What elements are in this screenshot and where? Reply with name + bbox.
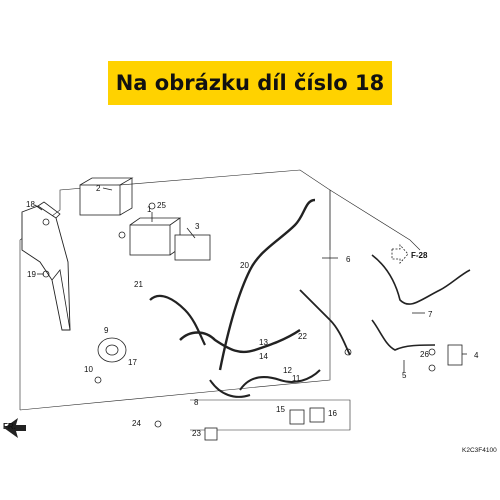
- part-number: 13: [259, 338, 268, 347]
- part-number: 15: [276, 405, 285, 414]
- part-number: 20: [240, 261, 249, 270]
- part-number: 3: [195, 222, 200, 231]
- part-number: 19: [27, 270, 36, 279]
- part-number: 18: [26, 200, 35, 209]
- part-number: 8: [194, 398, 199, 407]
- part-number: 24: [132, 419, 141, 428]
- part-number: 4: [474, 351, 479, 360]
- fr-direction-label: FR.: [3, 422, 16, 431]
- diagram-code: K2C3F4100: [462, 447, 497, 454]
- part-number: 25: [157, 201, 166, 210]
- part-number: 21: [134, 280, 143, 289]
- part-number: 10: [84, 365, 93, 374]
- banner-text: Na obrázku díl číslo 18: [115, 71, 385, 95]
- part-number-banner: Na obrázku díl číslo 18: [108, 61, 392, 105]
- part-number: 23: [192, 429, 201, 438]
- part-number: 16: [328, 409, 337, 418]
- part-number: 2: [96, 184, 101, 193]
- part-number: 12: [283, 366, 292, 375]
- f28-reference-label: F-28: [411, 251, 428, 260]
- part-number: 6: [346, 255, 351, 264]
- part-number: 1: [147, 205, 152, 214]
- part-number: 26: [420, 350, 429, 359]
- part-number: 5: [402, 371, 407, 380]
- part-number: 11: [292, 374, 301, 383]
- part-number: 14: [259, 352, 268, 361]
- part-number: 7: [428, 310, 433, 319]
- part-number: 22: [298, 332, 307, 341]
- part-number: 9: [104, 326, 109, 335]
- part-number: 17: [128, 358, 137, 367]
